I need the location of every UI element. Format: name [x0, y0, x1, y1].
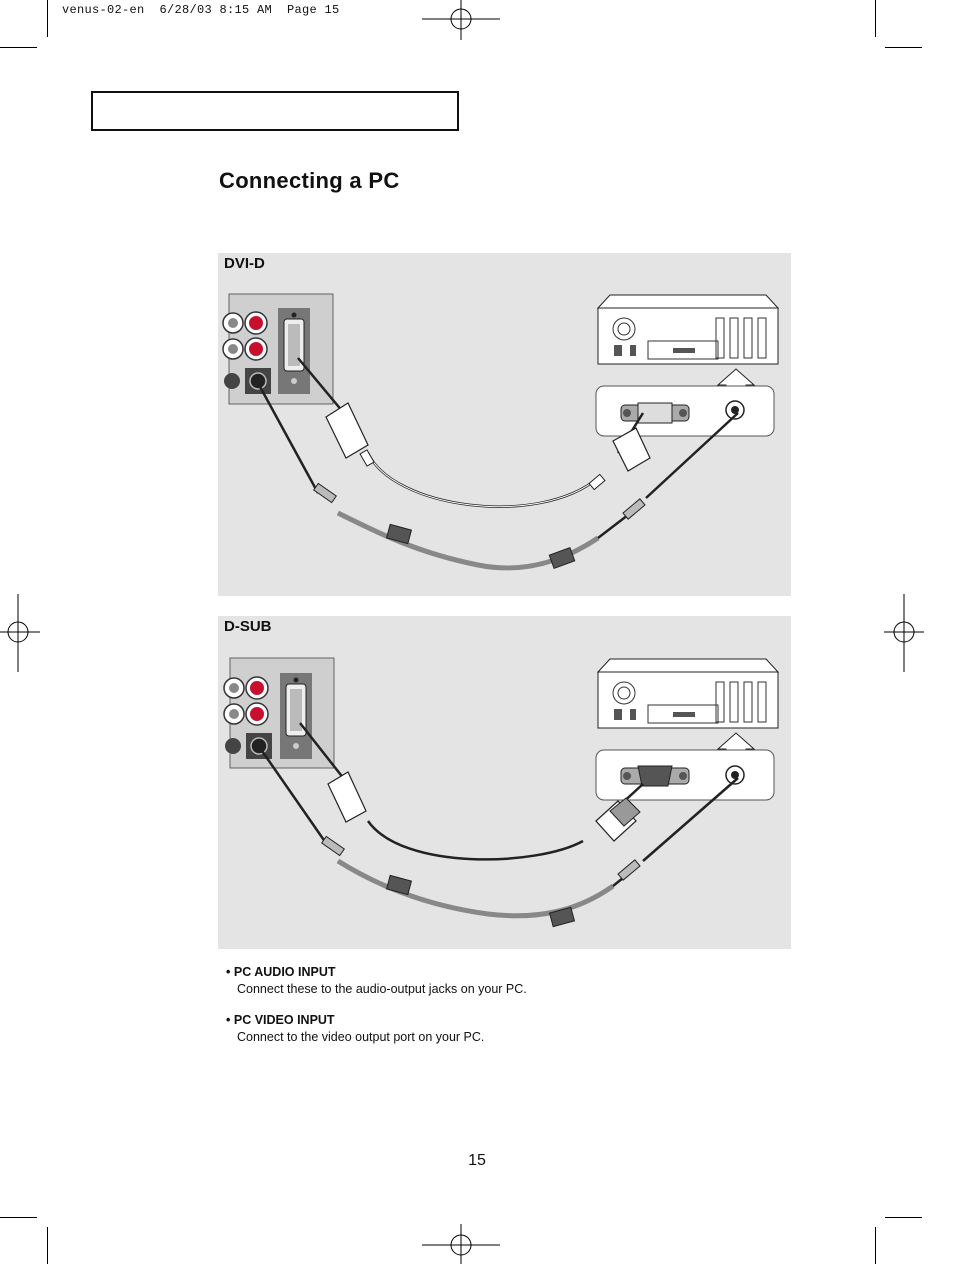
dvi-connector-pc: [588, 427, 651, 491]
registration-mark-right: [884, 594, 924, 672]
note-body: Connect to the video output port on your…: [237, 1030, 485, 1044]
pc-tower: [596, 294, 780, 365]
dvi-d-diagram: DVI-D: [218, 253, 791, 596]
registration-mark-left: [0, 594, 40, 672]
vga-connector-tv: [327, 771, 367, 823]
pc-port-zoom: [595, 385, 775, 437]
pc-tower: [596, 658, 780, 729]
dvi-d-illustration: [222, 293, 780, 571]
notes-list: • PC AUDIO INPUT Connect these to the au…: [226, 964, 527, 1060]
panel-label-d-sub: D-SUB: [224, 618, 272, 635]
registration-mark-top: [422, 0, 500, 40]
registration-mark-bottom: [422, 1224, 500, 1264]
vga-connector-pc: [595, 797, 641, 842]
crop-mark: [875, 1227, 876, 1264]
note-heading: PC VIDEO INPUT: [233, 1013, 335, 1027]
dvi-connector-tv: [325, 402, 375, 467]
crop-mark: [875, 0, 876, 37]
note-video-input: • PC VIDEO INPUT Connect to the video ou…: [226, 1012, 527, 1046]
crop-mark: [47, 1227, 48, 1264]
note-body: Connect these to the audio-output jacks …: [237, 982, 527, 996]
crop-mark: [0, 47, 37, 48]
printer-slug: venus-02-en 6/28/03 8:15 AM Page 15: [62, 3, 340, 17]
page-title: Connecting a PC: [219, 168, 400, 193]
tv-back-panel: [222, 293, 334, 405]
d-sub-diagram: D-SUB: [218, 616, 791, 949]
pc-port-zoom: [595, 749, 775, 801]
tv-back-panel: [223, 657, 335, 769]
d-sub-illustration: [223, 657, 780, 928]
crop-mark: [885, 47, 922, 48]
crop-mark: [885, 1217, 922, 1218]
crop-mark: [0, 1217, 37, 1218]
section-header-box: [91, 91, 459, 131]
note-heading: PC AUDIO INPUT: [233, 965, 336, 979]
page-number: 15: [468, 1152, 486, 1169]
crop-mark: [47, 0, 48, 37]
note-audio-input: • PC AUDIO INPUT Connect these to the au…: [226, 965, 527, 996]
panel-label-dvi-d: DVI-D: [224, 255, 265, 272]
